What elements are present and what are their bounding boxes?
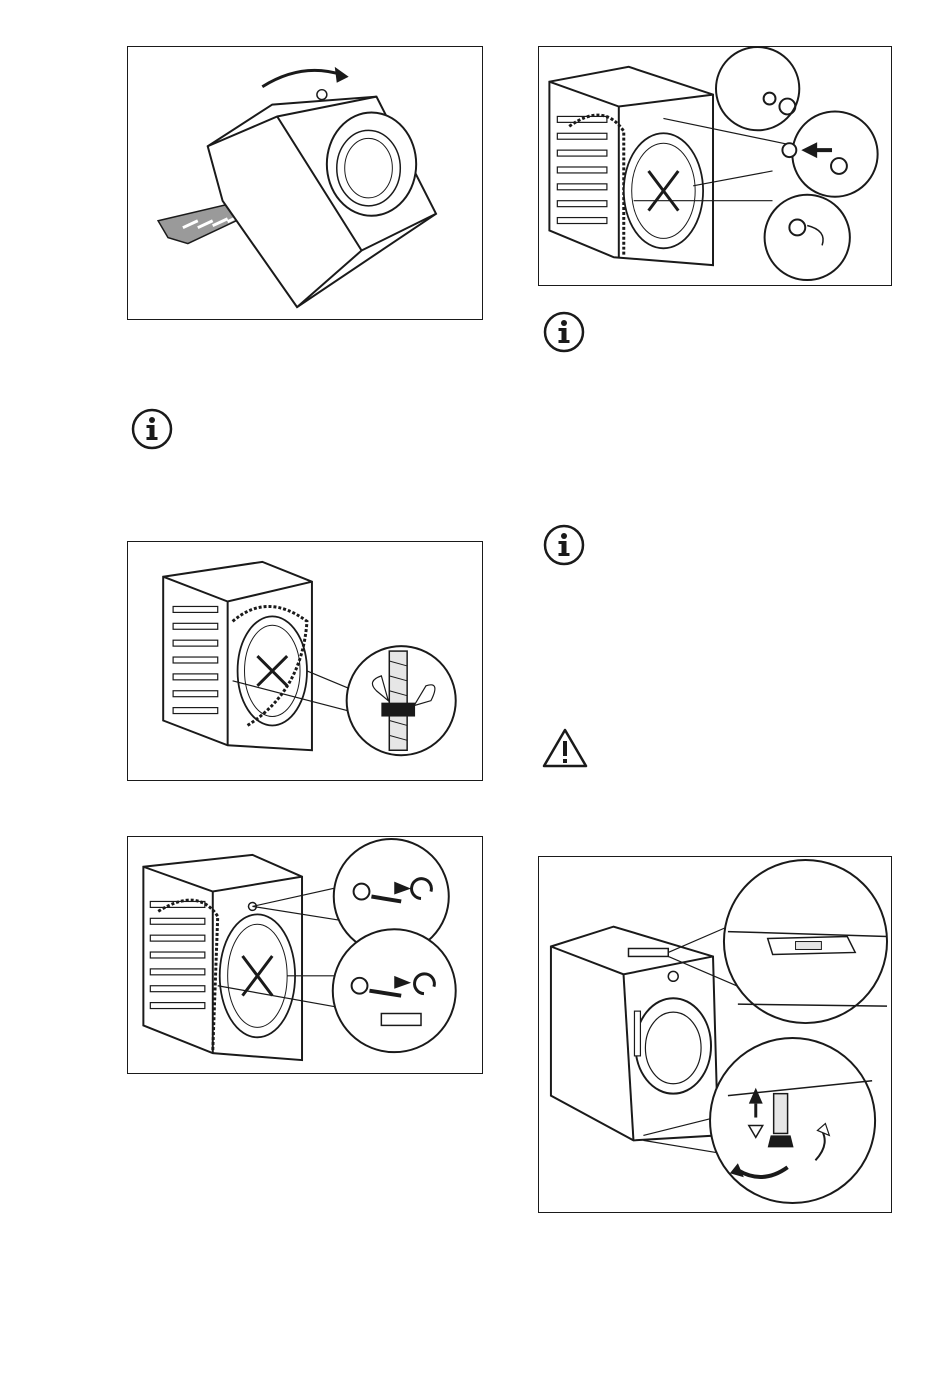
figure-insert-plastic-caps: [538, 46, 892, 286]
info-icon: [543, 311, 585, 353]
figure-level-machine: [538, 856, 892, 1213]
figure-remove-transit-bolts: [127, 836, 483, 1074]
figure-cut-plastic-ties: [127, 541, 483, 781]
info-icon: [131, 408, 173, 450]
warning-icon: [541, 727, 589, 769]
info-icon: [543, 524, 585, 566]
figure-tilt-machine-remove-base: [127, 46, 483, 320]
